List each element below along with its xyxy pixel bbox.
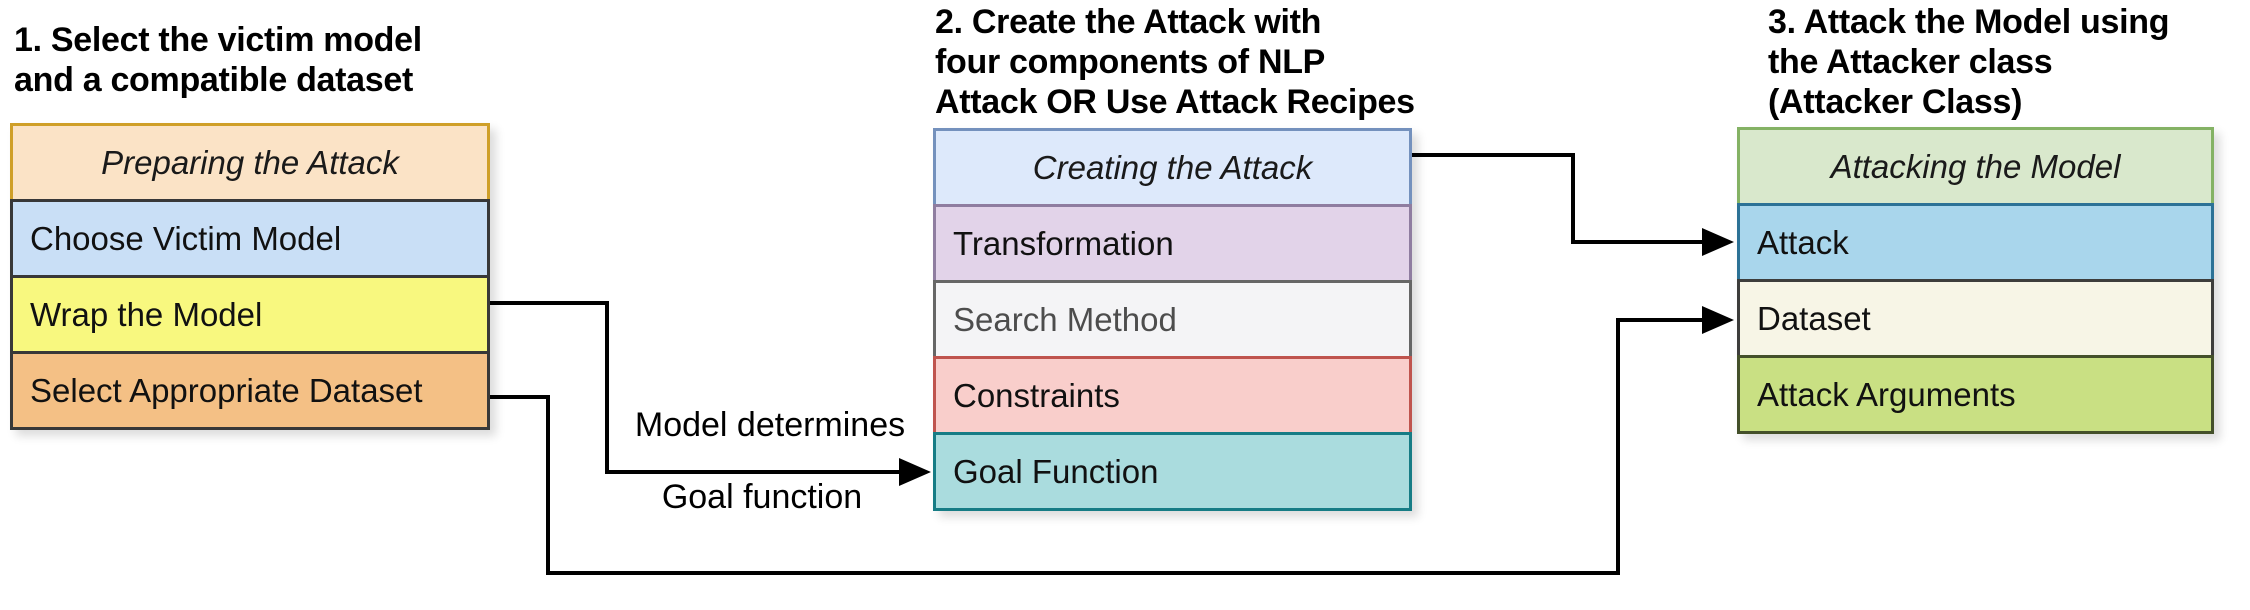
preparing-the-attack-box: Preparing the Attack Choose Victim Model…	[10, 123, 490, 430]
attacking-the-model-title: Attacking the Model	[1737, 127, 2214, 206]
row-choose-victim-model: Choose Victim Model	[10, 199, 490, 278]
creating-attack-to-attack-arrow	[1412, 153, 1705, 244]
creating-attack-to-attack-arrowhead	[1702, 228, 1734, 256]
creating-the-attack-title: Creating the Attack	[933, 128, 1412, 207]
row-attack: Attack	[1737, 203, 2214, 282]
dataset-select-to-dataset-arrowhead	[1702, 306, 1734, 334]
preparing-the-attack-title: Preparing the Attack	[10, 123, 490, 202]
wrap-model-to-goal-function-arrowhead	[899, 458, 931, 486]
row-goal-function: Goal Function	[933, 432, 1412, 511]
row-attack-arguments: Attack Arguments	[1737, 355, 2214, 434]
row-wrap-the-model: Wrap the Model	[10, 275, 490, 354]
attacking-the-model-box: Attacking the Model Attack Dataset Attac…	[1737, 127, 2214, 434]
arrow-label-goal-function: Goal function	[661, 478, 863, 516]
row-constraints: Constraints	[933, 356, 1412, 435]
arrow-label-model-determines: Model determines	[634, 406, 906, 444]
row-select-appropriate-dataset: Select Appropriate Dataset	[10, 351, 490, 430]
step1-heading: 1. Select the victim model and a compati…	[14, 21, 422, 99]
row-dataset: Dataset	[1737, 279, 2214, 358]
wrap-model-to-goal-function-arrow	[490, 301, 902, 474]
row-transformation: Transformation	[933, 204, 1412, 283]
step2-heading: 2. Create the Attack with four component…	[935, 3, 1415, 121]
row-search-method: Search Method	[933, 280, 1412, 359]
step3-heading: 3. Attack the Model using the Attacker c…	[1768, 3, 2170, 121]
creating-the-attack-box: Creating the Attack Transformation Searc…	[933, 128, 1412, 511]
